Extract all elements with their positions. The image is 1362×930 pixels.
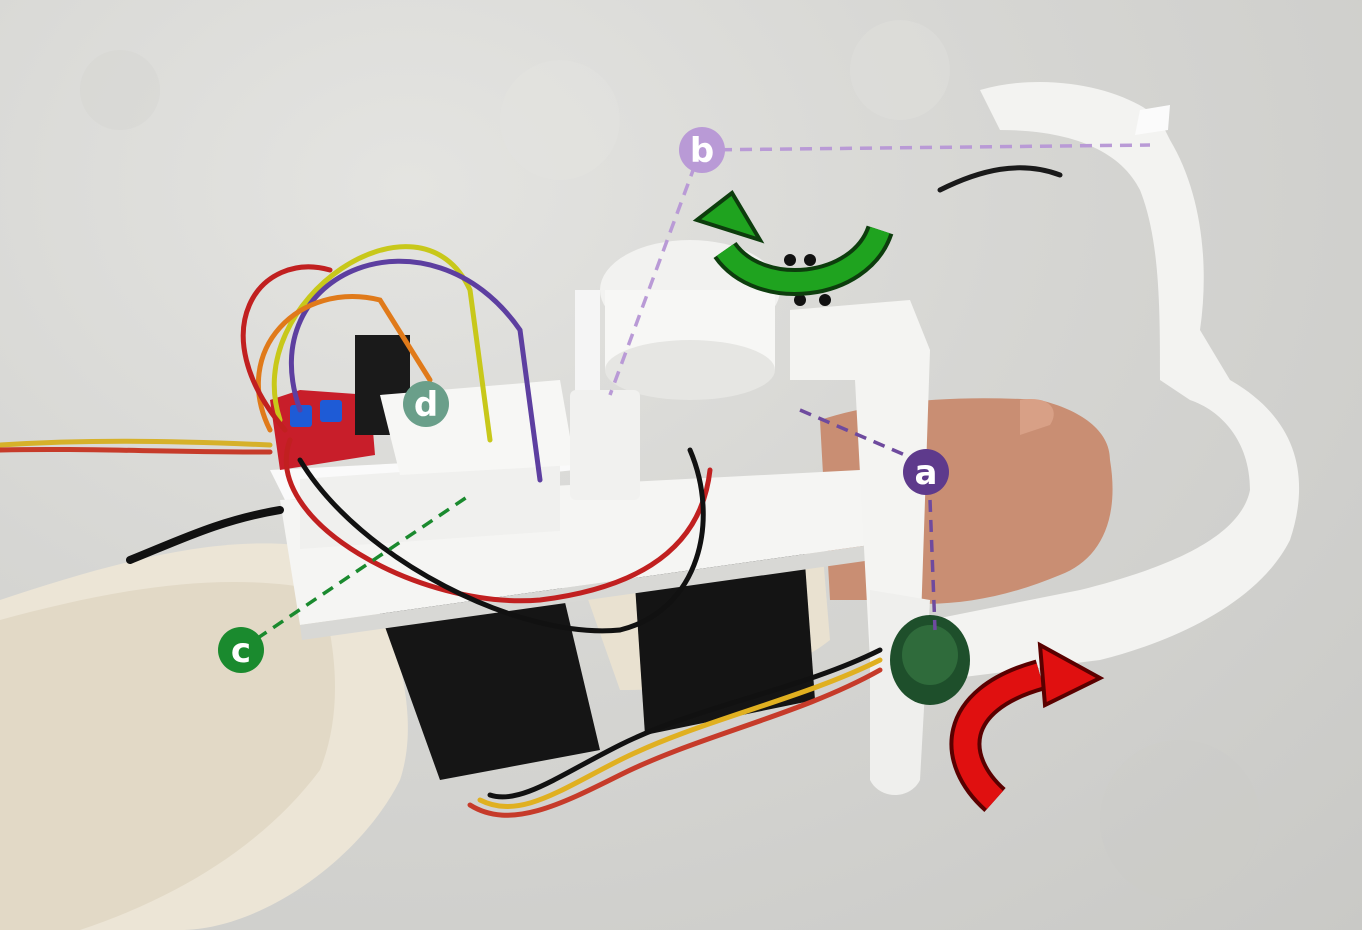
label-b: b bbox=[679, 127, 725, 173]
green-motor bbox=[890, 615, 970, 705]
label-a: a bbox=[903, 449, 949, 495]
leader-line-b-down bbox=[608, 164, 697, 396]
leader-line-b bbox=[699, 143, 1151, 152]
label-c-text: c bbox=[231, 631, 251, 671]
leader-line-a-down bbox=[928, 499, 937, 631]
label-c: c bbox=[218, 627, 264, 673]
wall-texture bbox=[80, 20, 1260, 900]
green-rotation-arrow bbox=[692, 190, 894, 296]
red-rotation-arrow bbox=[949, 641, 1105, 812]
controller-board bbox=[270, 335, 575, 550]
label-b-text: b bbox=[690, 131, 714, 171]
label-d-text: d bbox=[414, 385, 438, 425]
label-a-text: a bbox=[915, 453, 938, 493]
label-d: d bbox=[403, 381, 449, 427]
leader-line-c bbox=[239, 493, 471, 652]
leader-lines bbox=[239, 143, 1151, 652]
wires bbox=[0, 165, 1063, 818]
